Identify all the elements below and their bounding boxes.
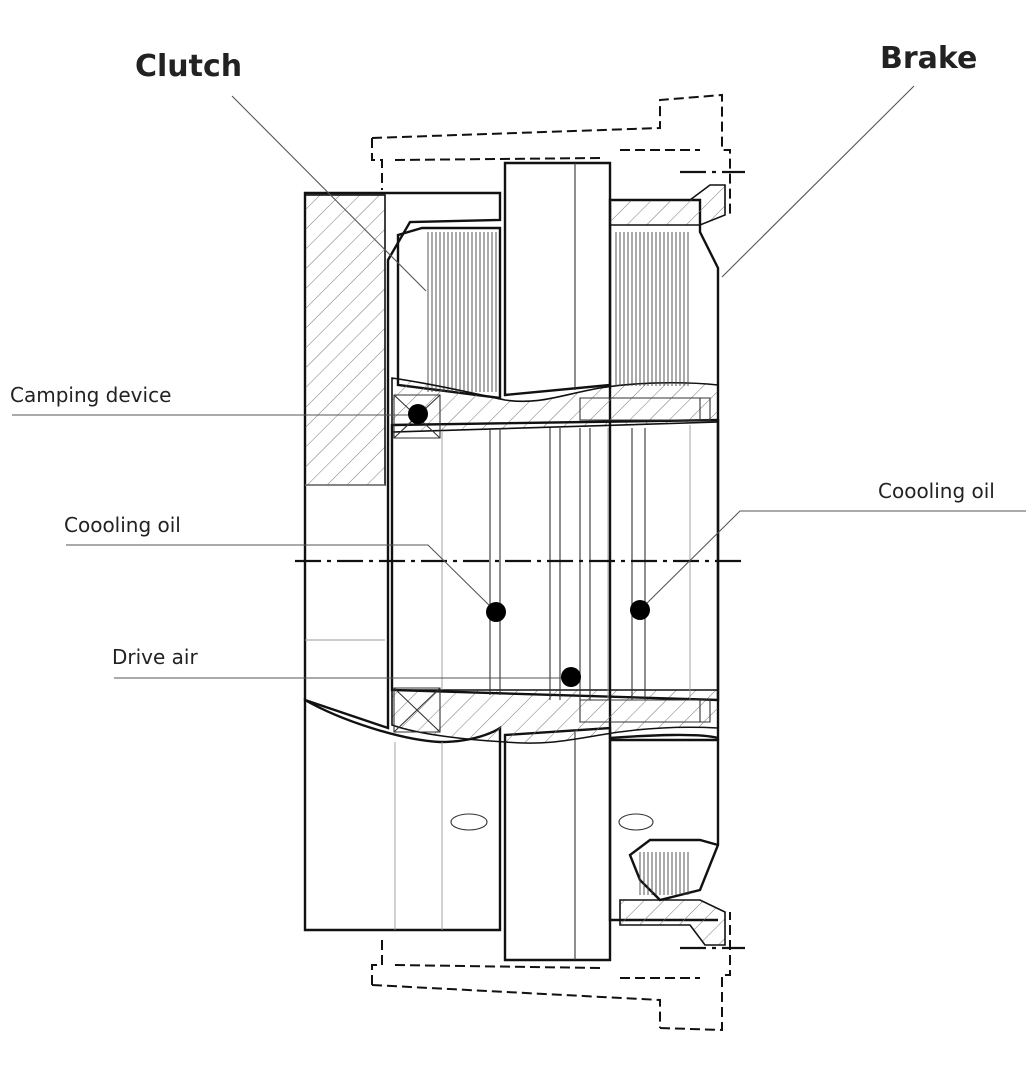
- clutch-housing-lower-lines: [305, 484, 443, 930]
- brake-plate-pack: [615, 232, 689, 895]
- clutch-label: Clutch: [135, 49, 242, 84]
- central-hub-outline: [503, 161, 612, 397]
- brake-hatched-ring-top: [609, 184, 726, 226]
- callout-labels: Clutch Brake Camping device Coooling oil…: [10, 41, 995, 669]
- clamping-device-marker: [408, 404, 428, 424]
- brake-hatched-ring-bottom: [619, 899, 726, 946]
- brake-housing-dashed-outline: [371, 93, 731, 1032]
- clutch-housing-hatched-section: [304, 194, 386, 486]
- shaft-body-outline: [390, 418, 720, 702]
- central-hub-lower: [503, 726, 612, 962]
- drive-air-label: Drive air: [112, 645, 198, 669]
- clutch-oil-port: [450, 813, 488, 831]
- mechanical-drawing: [295, 93, 745, 1032]
- clutch-leader-line: [231, 95, 427, 292]
- brake-housing-inner-dashes: [394, 149, 700, 979]
- cooling-oil-right-leader-line: [639, 510, 1026, 611]
- lower-bolt: [579, 699, 711, 723]
- brake-oil-port: [618, 813, 654, 831]
- cooling-oil-left-leader-line: [66, 544, 497, 613]
- drive-air-marker: [561, 667, 581, 687]
- cooling-oil-left-marker: [486, 602, 506, 622]
- brake-leader-line: [721, 85, 915, 278]
- shaft-faint-lines: [441, 425, 691, 700]
- shaft-lower-hatched-band: [391, 689, 719, 744]
- clamping-bearing-lower: [393, 687, 441, 733]
- cooling-oil-right-marker: [630, 600, 650, 620]
- upper-bolt: [579, 397, 711, 421]
- brake-plate-carrier: [608, 198, 720, 740]
- clutch-plate-pack: [396, 226, 502, 400]
- shaft-upper-hatched-band: [391, 377, 719, 433]
- clamping-device-label: Camping device: [10, 383, 171, 407]
- shaft-channel-lines: [489, 428, 646, 700]
- cooling-oil-right-label: Coooling oil: [878, 479, 995, 503]
- cooling-oil-left-label: Coooling oil: [64, 513, 181, 537]
- point-markers: [408, 404, 650, 687]
- leader-lines: [12, 85, 1026, 679]
- brake-label: Brake: [880, 41, 977, 76]
